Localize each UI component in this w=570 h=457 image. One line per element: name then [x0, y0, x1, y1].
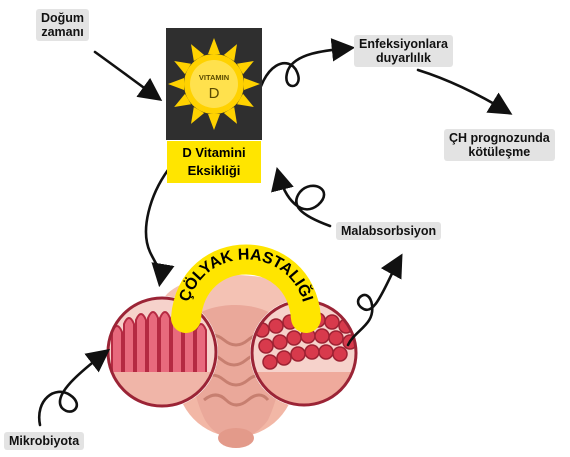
prognosis-worsening-label: ÇH prognozunda kötüleşme: [444, 129, 555, 161]
sun-icon: VITAMIN D: [166, 28, 262, 140]
arrow-vitamin-to-disease: [146, 170, 168, 282]
vitamin-label-line1: D Vitamini: [167, 144, 261, 162]
arrow-infection-to-prognosis: [418, 70, 508, 112]
vitamin-d-deficiency-label: D Vitamini Eksikliği: [167, 141, 261, 183]
microbiota-label: Mikrobiyota: [4, 432, 84, 450]
malabsorption-label: Malabsorbsiyon: [336, 222, 441, 240]
vitamin-d-image: VITAMIN D: [166, 28, 262, 140]
vitamin-label-line2: Eksikliği: [167, 162, 261, 180]
sun-d-letter: D: [209, 85, 220, 102]
arrow-malabsorption-to-vitamin: [278, 172, 330, 226]
birth-time-label: Doğum zamanı: [36, 9, 89, 41]
sun-vitamin-text: VITAMIN: [199, 73, 229, 82]
arrow-disease-to-malabsorption: [348, 258, 400, 345]
arrow-microbiota-to-disease: [39, 352, 106, 425]
infection-susceptibility-label: Enfeksiyonlara duyarlılık: [354, 35, 453, 67]
arrow-vitamin-to-infection: [255, 48, 350, 110]
arrow-birth-to-vitamin: [95, 52, 158, 98]
